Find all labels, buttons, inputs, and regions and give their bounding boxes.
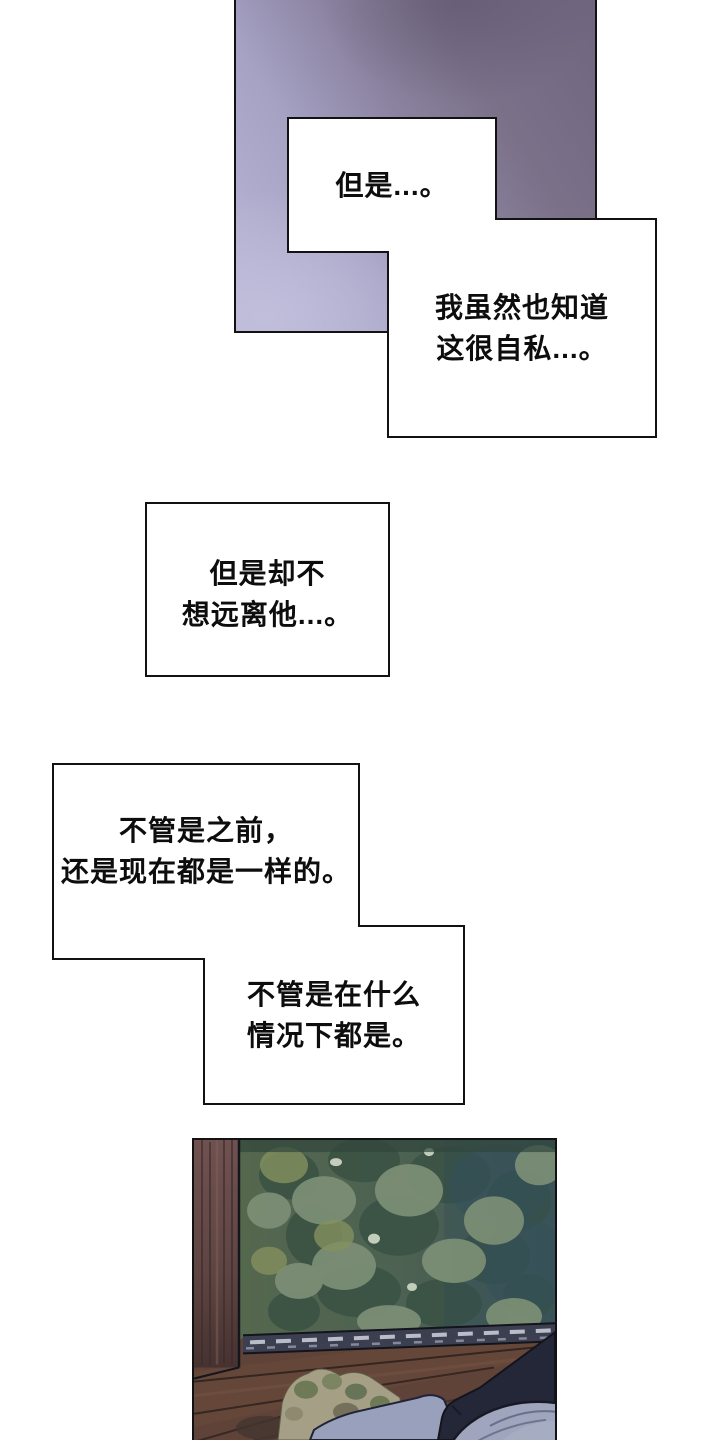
speech-line: 但是却不 xyxy=(209,557,326,589)
curb-edge xyxy=(242,1322,555,1355)
speech-line: 情况下都是。 xyxy=(246,1020,421,1051)
speech-text-3: 但是却不 想远离他...。 xyxy=(145,502,390,677)
veranda-scene xyxy=(194,1140,555,1440)
wooden-post xyxy=(194,1140,241,1380)
person-head xyxy=(451,1400,555,1440)
speech-box-4-fill xyxy=(54,765,358,958)
bottom-scene-panel xyxy=(192,1138,557,1440)
speech-line: 想远离他...。 xyxy=(181,598,354,630)
hedge xyxy=(235,1140,555,1346)
speech-text-4: 不管是之前， 还是现在都是一样的。 xyxy=(52,763,360,960)
light-sleeve xyxy=(308,1394,452,1440)
speech-line: 不管是在什么 xyxy=(246,979,421,1010)
speech-text-2: 我虽然也知道 这很自私...。 xyxy=(387,218,657,438)
speech-box-2-fill xyxy=(389,220,655,436)
speech-line: 我虽然也知道 xyxy=(434,292,609,323)
lying-person xyxy=(236,1331,555,1440)
speech-line: 这很自私...。 xyxy=(436,333,608,364)
speech-box-5-fill xyxy=(205,927,463,1103)
speech-text-1: 但是...。 xyxy=(287,117,497,253)
floor-shadow xyxy=(236,1415,292,1440)
speech-line: 但是...。 xyxy=(335,169,449,201)
speech-line: 还是现在都是一样的。 xyxy=(60,855,351,887)
speech-text-5: 不管是在什么 情况下都是。 xyxy=(203,925,465,1105)
speech-box-3 xyxy=(145,502,390,677)
speech-line: 不管是之前， xyxy=(118,814,293,846)
